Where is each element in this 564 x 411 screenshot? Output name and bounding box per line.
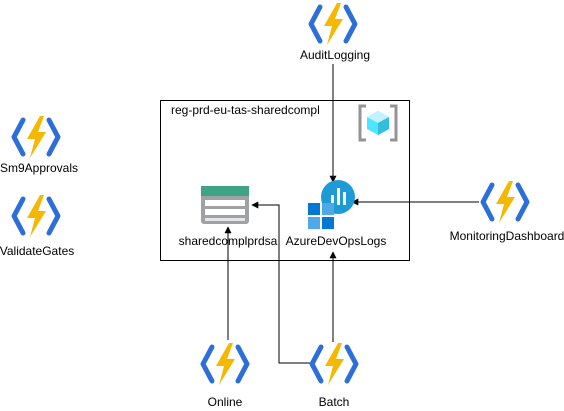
azure-function-icon [483,181,527,223]
application-insights-icon [308,180,355,229]
node-auditlogging-label: AuditLogging [300,48,370,62]
resource-group-icon [358,104,398,142]
node-storage-account-label: sharedcomplprdsa [179,234,278,248]
resource-group-box[interactable] [160,100,410,261]
node-online-label: Online [208,395,243,409]
node-app-insights[interactable]: AzureDevOpsLogs [286,180,387,248]
node-validategates[interactable]: ValidateGates [0,195,74,258]
node-app-insights-label: AzureDevOpsLogs [286,234,387,248]
node-batch-label: Batch [319,395,350,409]
node-auditlogging[interactable]: AuditLogging [300,3,370,62]
azure-function-icon [311,3,355,45]
azure-function-icon [14,116,58,158]
azure-function-icon [203,343,247,385]
storage-account-icon [201,186,249,224]
node-monitoringdashboard-label: MonitoringDashboard [450,229,564,243]
node-monitoringdashboard[interactable]: MonitoringDashboard [450,181,564,243]
resource-group-title: reg-prd-eu-tas-sharedcompl [171,103,320,117]
connectors [224,64,479,364]
node-sm9approvals[interactable]: Sm9Approvals [0,116,78,175]
connector-batch-to-storage [251,201,313,364]
node-online[interactable]: Online [203,343,247,409]
azure-function-icon [14,195,58,237]
node-validategates-label: ValidateGates [0,244,74,258]
node-sm9approvals-label: Sm9Approvals [0,161,78,175]
node-batch[interactable]: Batch [312,343,356,409]
node-storage-account[interactable]: sharedcomplprdsa [179,186,278,248]
azure-function-icon [312,343,356,385]
